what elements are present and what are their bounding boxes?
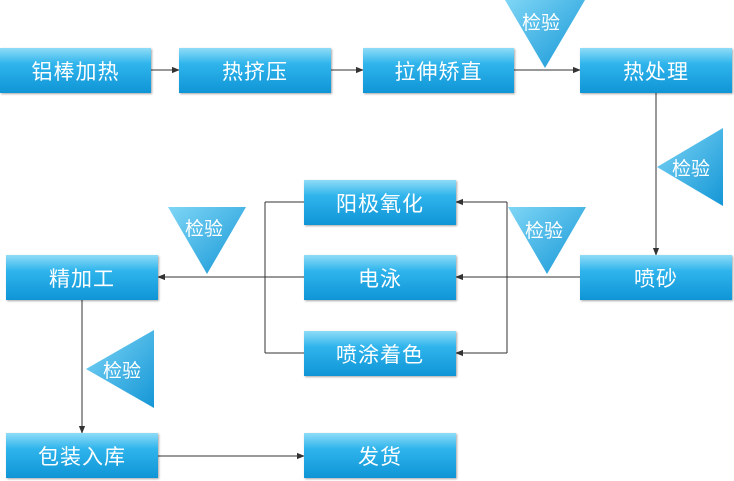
inspection-triangle-3 — [168, 207, 246, 274]
inspection-label-1: 检验 — [522, 12, 561, 34]
node-label: 拉伸矫直 — [394, 59, 483, 84]
inspection-triangle-5 — [86, 330, 154, 408]
node-label: 包装入库 — [38, 444, 126, 469]
inspection-label-5: 检验 — [103, 360, 142, 382]
node-electrophoresis: 电泳 — [304, 255, 456, 300]
node-stretch-straighten: 拉伸矫直 — [363, 48, 514, 93]
node-label: 发货 — [358, 444, 402, 469]
node-label: 精加工 — [49, 266, 115, 291]
node-label: 热处理 — [623, 59, 689, 84]
inspection-triangle-2 — [657, 128, 723, 206]
node-sandblasting: 喷砂 — [580, 255, 732, 300]
inspection-label-4: 检验 — [525, 220, 564, 242]
inspection-label-2: 检验 — [672, 158, 711, 180]
node-hot-extrusion: 热挤压 — [179, 48, 331, 93]
node-label: 电泳 — [358, 266, 402, 291]
inspection-triangle-1 — [505, 0, 585, 68]
node-heat-treatment: 热处理 — [580, 48, 732, 93]
node-spray-coloring: 喷涂着色 — [304, 331, 456, 376]
node-aluminum-rod-heating: 铝棒加热 — [0, 48, 151, 93]
node-shipping: 发货 — [304, 433, 456, 478]
node-finishing: 精加工 — [6, 255, 158, 300]
node-label: 热挤压 — [222, 59, 288, 84]
node-label: 喷砂 — [634, 266, 678, 291]
node-label: 阳极氧化 — [336, 191, 424, 216]
node-label: 铝棒加热 — [31, 59, 120, 84]
node-label: 喷涂着色 — [336, 342, 424, 367]
node-packing-storage: 包装入库 — [6, 433, 158, 478]
node-anodizing: 阳极氧化 — [304, 180, 456, 225]
inspection-triangle-4 — [508, 207, 586, 274]
inspection-label-3: 检验 — [185, 218, 224, 240]
